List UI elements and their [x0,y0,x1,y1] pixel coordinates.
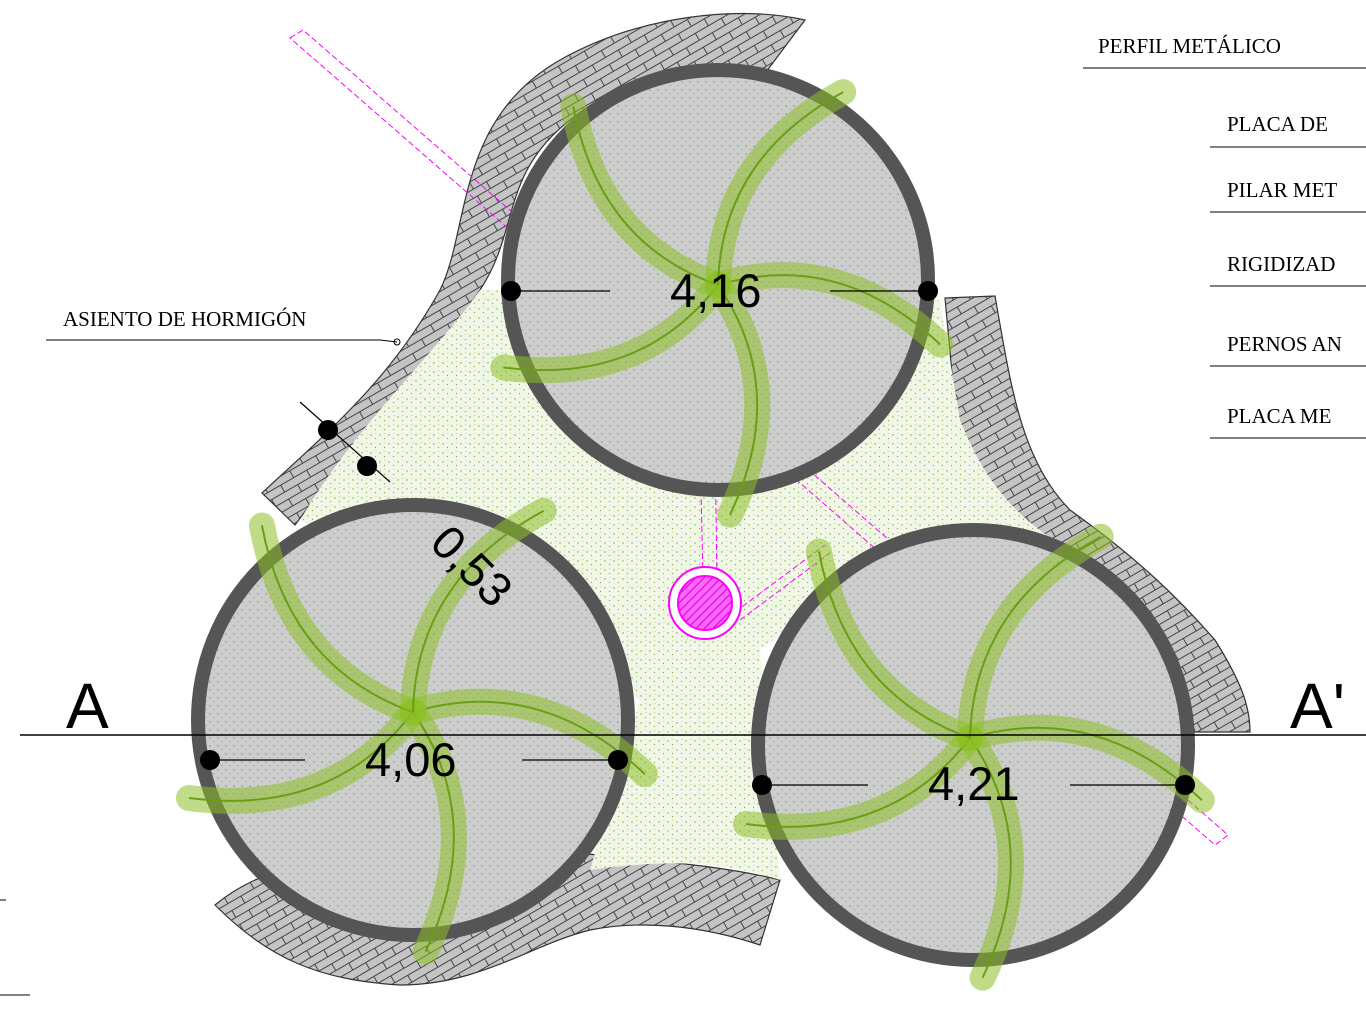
palm-frond-rib [260,525,414,713]
dim-dot [200,750,220,770]
palm-frond-rib [503,284,719,372]
palm-frond-rib [969,737,1012,979]
leader-lines [0,67,1366,996]
dim-dot [357,456,377,476]
label-pernos: PERNOS AN [1227,332,1342,356]
palm-symbols [175,79,1215,991]
palm-tree [175,497,658,965]
palm-frond-rib [412,509,545,713]
central-pillar [668,566,742,640]
palm-frond-rib [745,737,971,828]
section-label-start: A [66,670,109,742]
dim-dot [918,281,938,301]
label-rigidizad: RIGIDIZAD [1227,252,1335,276]
dim-dot [752,775,772,795]
palm-frond-rib [969,535,1102,739]
label-placa-me: PLACA ME [1227,404,1331,428]
palm-frond-rib [412,711,455,953]
dim-dot [608,750,628,770]
dim-top-circle: 4,16 [670,264,761,317]
label-pilar-met: PILAR MET [1227,178,1337,202]
palm-frond-rib [717,274,941,346]
section-label-end: A' [1290,670,1345,742]
dim-right-circle: 4,21 [928,757,1019,810]
label-asiento-hormigon: ASIENTO DE HORMIGÓN [63,307,306,331]
label-placa-de: PLACA DE [1227,112,1328,136]
dim-dot [1175,775,1195,795]
palm-frond-rib [817,551,971,739]
palm-frond-rib [572,106,719,286]
dimension-dots [200,281,1195,795]
palm-tree [490,79,954,528]
palm-frond-rib [188,711,414,802]
dim-dot [318,420,338,440]
dim-left-circle: 4,06 [365,733,456,786]
dim-dot [501,281,521,301]
label-perfil-metalico: PERFIL METÁLICO [1098,34,1281,58]
palm-frond-rib [717,91,844,286]
palm-frond-rib [717,284,759,516]
